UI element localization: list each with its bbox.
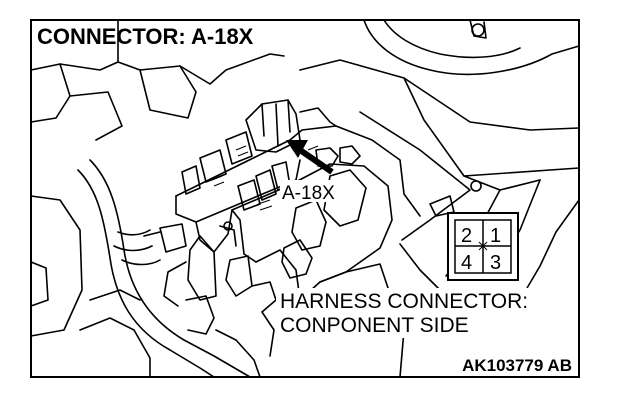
pin-label: 3 <box>490 252 501 274</box>
caption-line-2: CONPONENT SIDE <box>280 314 469 337</box>
figure-id: AK103779 AB <box>462 356 572 375</box>
pin-label: 2 <box>461 225 472 247</box>
hatching <box>211 145 355 211</box>
engine-bay-lineart <box>30 19 580 378</box>
pin-label: 4 <box>461 252 472 274</box>
callout-label-bg <box>280 180 354 202</box>
page-title: CONNECTOR: A-18X <box>37 24 254 49</box>
connector-callout-label: A-18X <box>282 183 335 204</box>
pin-diagram: 2 1 4 3 <box>447 212 519 281</box>
pin-label: 1 <box>490 225 501 247</box>
callout-arrow <box>286 140 334 175</box>
caption-line-1: HARNESS CONNECTOR: <box>280 290 528 313</box>
caption-bg <box>276 288 576 338</box>
